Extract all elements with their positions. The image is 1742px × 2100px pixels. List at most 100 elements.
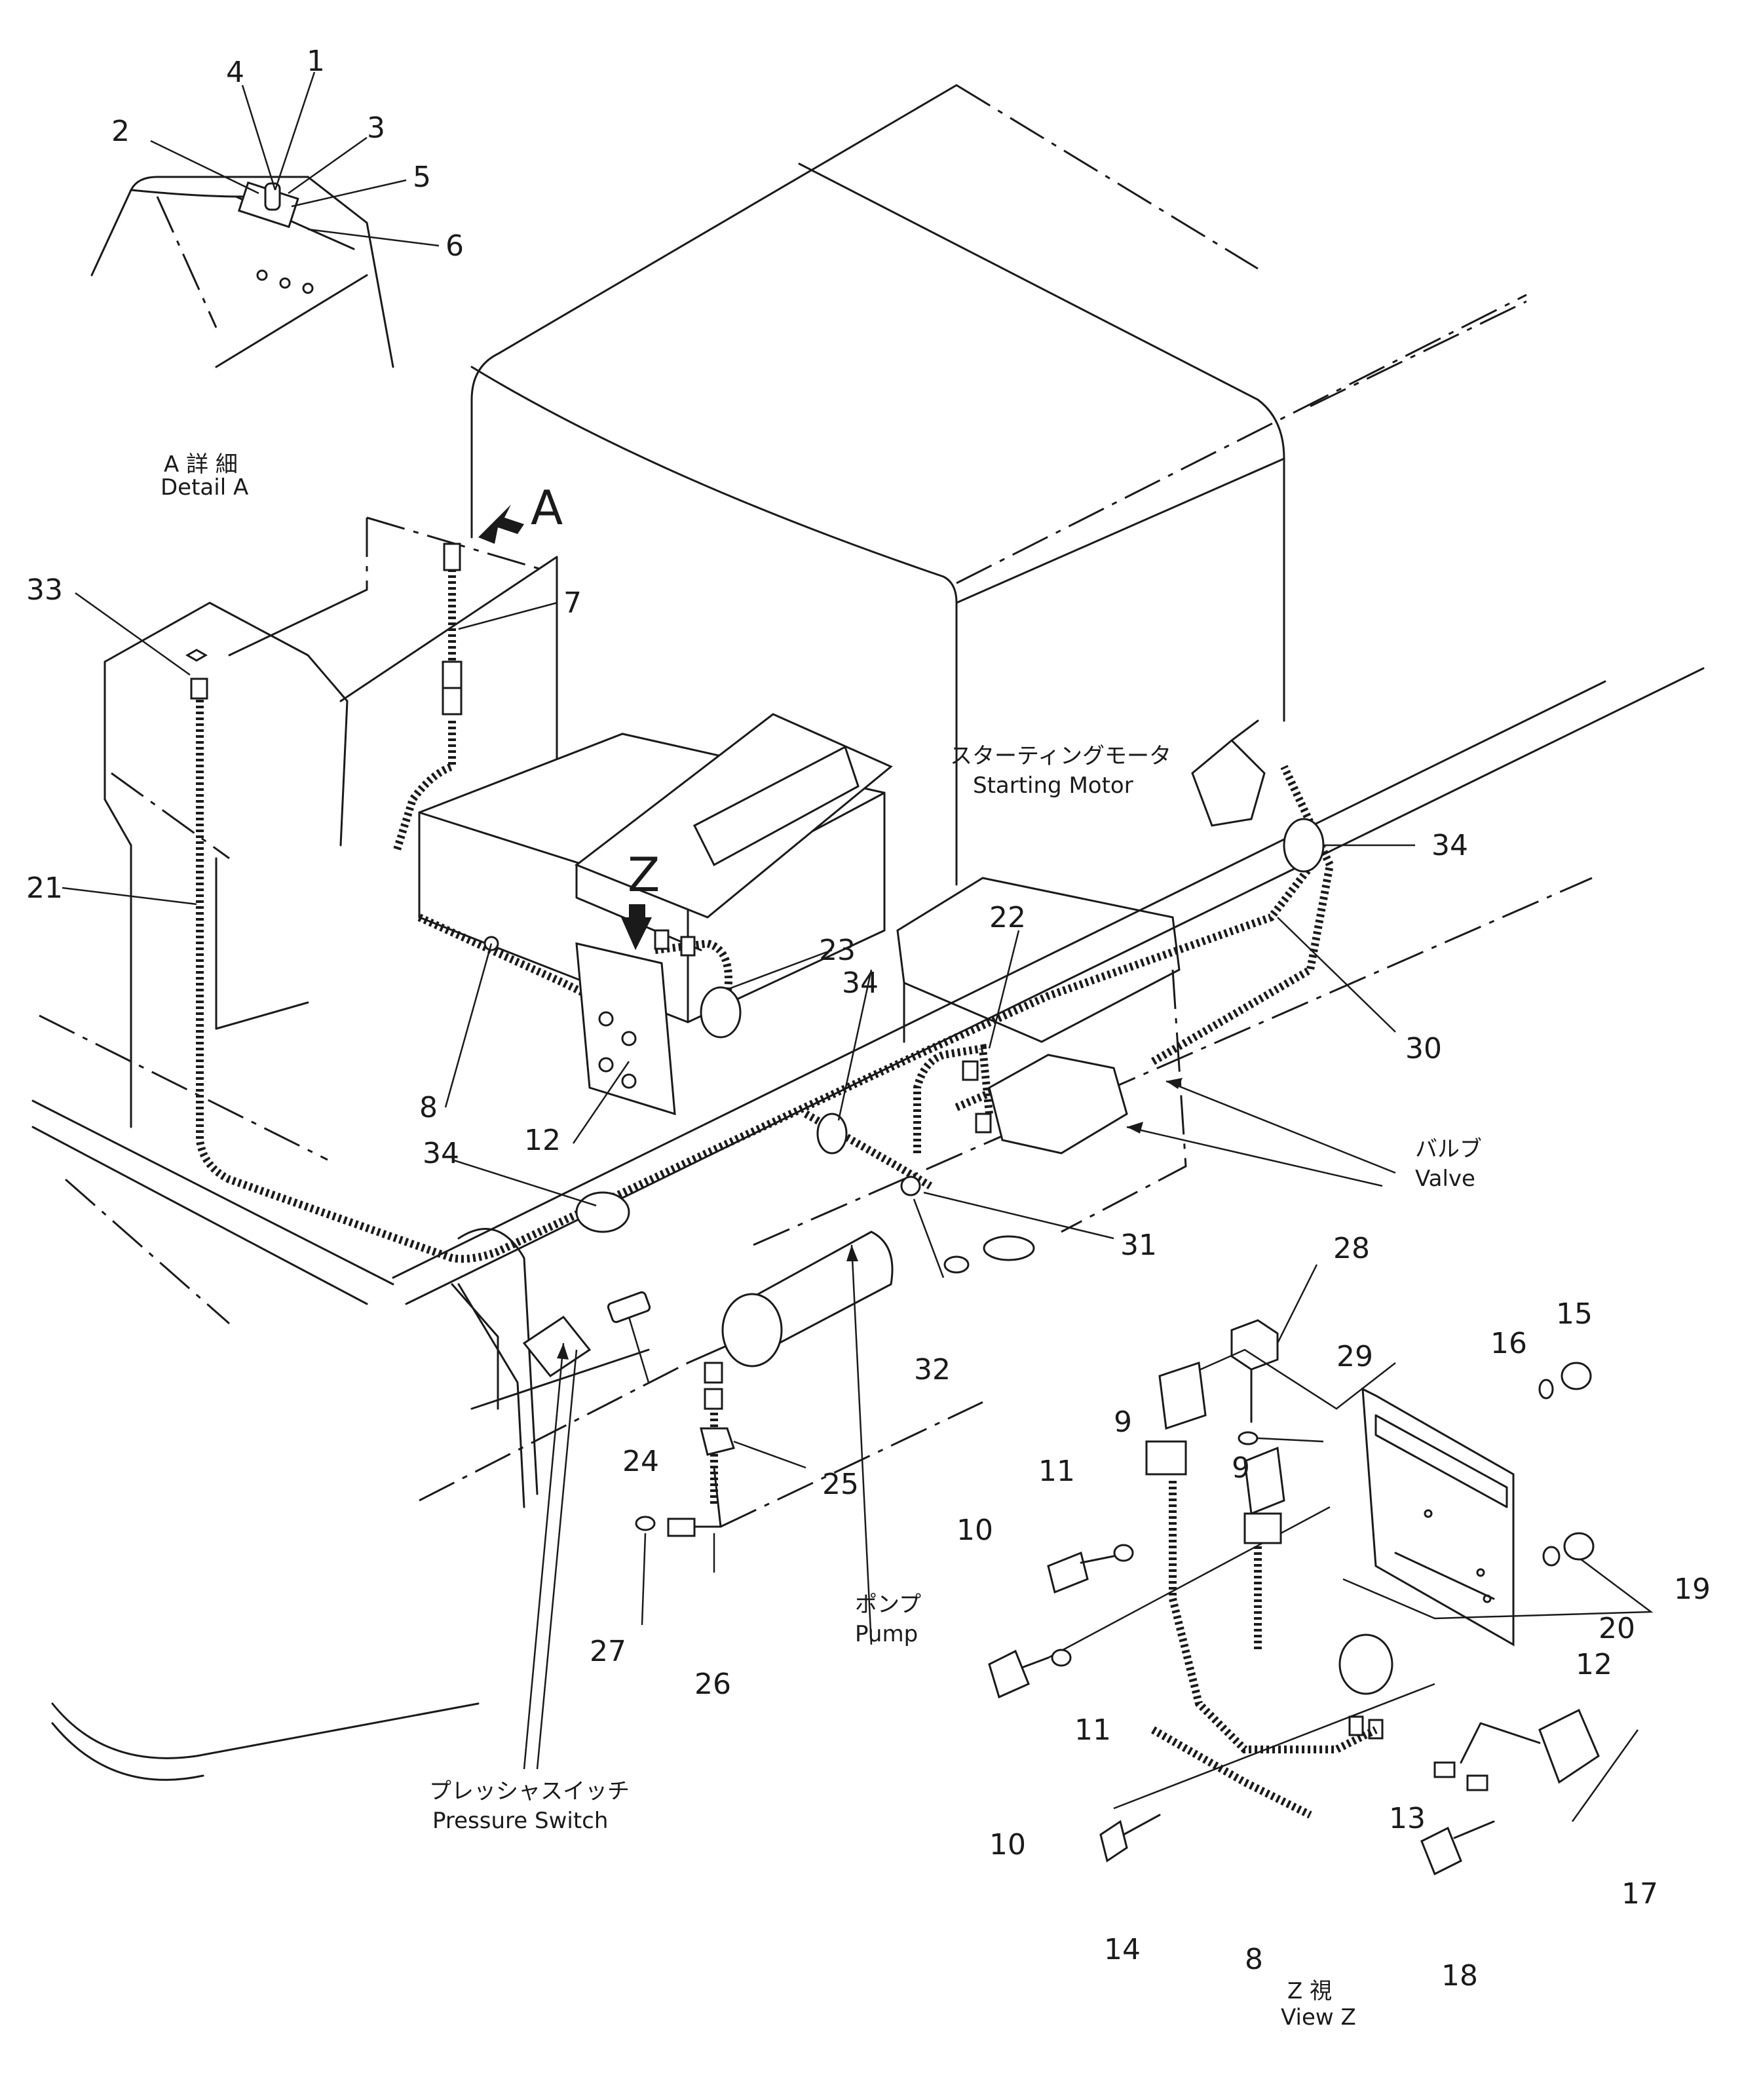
callout-10-b: 10	[989, 1828, 1026, 1861]
callout-27: 27	[590, 1635, 626, 1668]
callout-33: 33	[26, 573, 63, 607]
callout-3: 3	[367, 111, 385, 145]
callout-11-a: 11	[1038, 1455, 1075, 1488]
callout-4: 4	[226, 56, 244, 89]
arrow-z-icon	[621, 904, 652, 950]
lock-washer-16	[1538, 1379, 1554, 1400]
buzzer-13	[1338, 1633, 1393, 1695]
callout-13: 13	[1389, 1802, 1426, 1835]
bolt-28	[1230, 1319, 1279, 1371]
callout-14: 14	[1104, 1933, 1141, 1966]
harness-23	[654, 939, 732, 997]
callout-5: 5	[413, 161, 431, 194]
relay-socket-a	[1145, 1440, 1187, 1476]
harness-22	[913, 1044, 1004, 1153]
starting-motor-caption-en: Starting Motor	[973, 773, 1133, 799]
arrow-z-label: Z	[628, 847, 660, 902]
callout-31: 31	[1120, 1229, 1157, 1262]
callout-labels: 1 2 3 4 5 6 7 8 8 9 9 10 10 11 11 12 12 …	[26, 45, 1711, 1993]
machine-outline	[31, 84, 1705, 1781]
bolt-10-b	[988, 1649, 1030, 1699]
harness-7	[392, 563, 456, 853]
harness-34-mid	[804, 1110, 933, 1190]
callout-20: 20	[1599, 1612, 1635, 1645]
callout-2: 2	[111, 115, 130, 148]
connector-23	[700, 986, 742, 1039]
callout-34-mid: 34	[842, 966, 879, 1000]
callout-16: 16	[1490, 1327, 1527, 1360]
components	[185, 543, 1325, 1537]
relay-9-b	[1243, 1446, 1285, 1516]
harness-30	[1150, 765, 1335, 1065]
valve-caption-en: Valve	[1415, 1166, 1475, 1192]
arrow-a-label: A	[531, 480, 563, 535]
pressure-switch-caption-en: Pressure Switch	[432, 1808, 608, 1834]
callout-34-left: 34	[423, 1137, 459, 1170]
callout-22: 22	[989, 901, 1026, 934]
callout-10-a: 10	[956, 1514, 993, 1547]
callout-30: 30	[1405, 1032, 1442, 1065]
callout-9-a: 9	[1114, 1405, 1132, 1439]
callout-1: 1	[307, 45, 325, 78]
washer-11-a	[1113, 1544, 1134, 1562]
relay-9-a	[1158, 1361, 1207, 1430]
washer-20	[1542, 1546, 1561, 1567]
washer-11-b	[1051, 1649, 1072, 1667]
detail-a-inset	[90, 71, 440, 368]
relay-socket-b	[1243, 1512, 1282, 1544]
callout-12-view-z: 12	[1576, 1648, 1612, 1681]
connector-7-mid	[442, 660, 463, 689]
callout-23: 23	[819, 934, 856, 967]
callout-17: 17	[1621, 1877, 1658, 1911]
valve-caption-jp: バルブ	[1415, 1136, 1482, 1162]
callout-11-b: 11	[1074, 1713, 1111, 1747]
wire-harnesses	[196, 563, 1335, 1507]
screw-14	[1099, 1820, 1128, 1863]
captions: A 詳 細 Detail A A Z スターティングモータ Starting M…	[161, 451, 1482, 2031]
detail-a-caption-jp: A 詳 細	[164, 451, 238, 478]
washer-29	[1238, 1431, 1259, 1445]
callout-leaders	[62, 592, 1415, 1626]
valve-assembly	[988, 1054, 1128, 1155]
callout-29: 29	[1336, 1340, 1373, 1373]
starting-motor	[1191, 738, 1266, 827]
callout-6: 6	[445, 229, 464, 263]
view-z-exploded	[988, 1348, 1654, 1876]
callout-18: 18	[1441, 1959, 1478, 1993]
bolt-18	[1420, 1826, 1462, 1876]
grommet-34-left	[575, 1191, 630, 1233]
detail-a-caption-en: Detail A	[161, 474, 248, 501]
callout-28: 28	[1333, 1232, 1370, 1265]
callout-12: 12	[524, 1124, 561, 1157]
relay-panel-12	[575, 942, 676, 1116]
panel-12	[1361, 1387, 1515, 1647]
pump-caption-jp: ポンプ	[855, 1592, 921, 1618]
nut-19	[1563, 1532, 1595, 1561]
callout-8-view-z: 8	[1245, 1943, 1263, 1976]
view-z-caption-en: View Z	[1281, 2004, 1356, 2031]
callout-7: 7	[563, 586, 582, 620]
grommet-34-top	[1283, 818, 1325, 873]
callout-32: 32	[914, 1353, 951, 1386]
callout-8: 8	[419, 1091, 438, 1124]
pressure-switch-caption-jp: プレッシャスイッチ	[429, 1778, 630, 1804]
callout-15: 15	[1556, 1297, 1593, 1331]
callout-21: 21	[26, 871, 63, 905]
connector-7-top	[443, 543, 461, 571]
box-17	[1538, 1708, 1600, 1784]
pressure-switch	[522, 1315, 592, 1378]
callout-25: 25	[822, 1468, 859, 1501]
bolt-10-a	[1047, 1551, 1089, 1594]
callout-24: 24	[622, 1445, 659, 1478]
callout-34-top: 34	[1431, 829, 1468, 862]
harness-21	[196, 688, 1320, 1263]
grommet-34-mid	[816, 1113, 848, 1155]
direction-arrows	[478, 505, 1396, 1770]
callout-19: 19	[1674, 1573, 1711, 1606]
detail-a-switch-lever	[264, 182, 281, 211]
connector-33	[190, 678, 208, 700]
callout-26: 26	[694, 1668, 731, 1701]
pump-caption-en: Pump	[855, 1621, 918, 1647]
nut-15	[1561, 1362, 1592, 1390]
